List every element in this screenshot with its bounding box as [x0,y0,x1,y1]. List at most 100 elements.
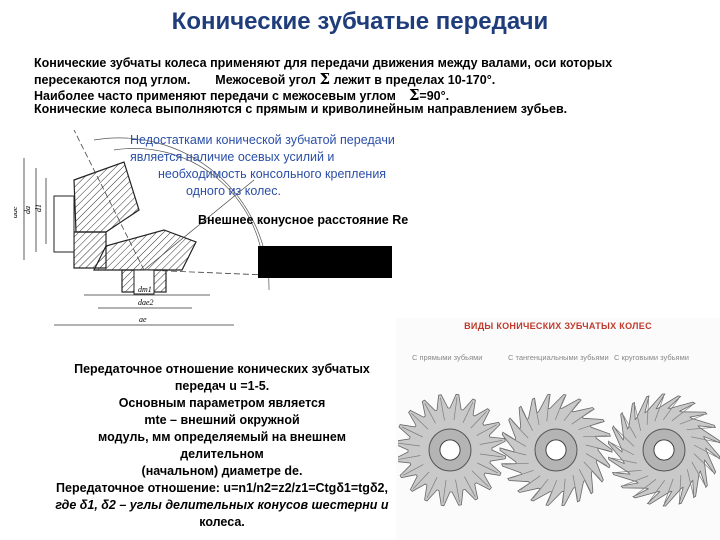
tooth-groove [693,453,713,472]
tooth-groove [686,469,694,495]
intro-line-2-b: Межосевой угол [215,73,316,87]
pinion-shaft [53,195,75,253]
tooth-groove [479,440,503,445]
tooth-groove [615,469,642,473]
tooth-groove [547,480,558,503]
tooth-groove [583,461,601,480]
tooth-groove [477,462,499,474]
tooth-groove [398,455,421,460]
bevel-gear-drawing: dae da d1 dm1 dae2 ae [14,129,270,326]
tooth-groove [578,421,602,431]
intro-line-4: Конические колеса выполняются с прямым и… [34,102,568,116]
tooth-groove [470,411,487,429]
black-box [258,246,392,278]
tooth-groove [504,462,529,465]
tangential-bevel-gear-image [499,393,613,507]
tooth-groove [563,401,580,422]
intro-line-3-a: Наиболее часто применяют передачи с межо… [34,89,396,103]
tooth-groove [585,444,610,452]
disadvantages-line-1: Недостатками конической зубчатой передач… [130,133,395,147]
gear-panel-title: ВИДЫ КОНИЧЕСКИХ ЗУБЧАТЫХ КОЛЕС [464,321,652,331]
tooth-groove [411,413,429,430]
tooth-groove [521,409,534,431]
tooth-groove [654,396,664,422]
tooth-groove [554,397,565,420]
tooth-groove [679,475,682,501]
tooth-groove [453,397,458,421]
tooth-groove [505,433,527,447]
label-da: da [23,206,32,214]
tooth-groove [462,401,474,423]
tooth-groove [413,471,430,489]
tooth-groove [578,469,591,491]
ratio-line-7: (начальном) диаметре de. [141,464,303,478]
tooth-groove [571,410,592,425]
intro-line-3-c: =90°. [419,89,450,103]
spiral-bevel-gear-image [607,393,720,507]
tooth-groove [686,427,713,431]
label-dm: dm1 [138,285,152,294]
tooth-groove [403,464,424,476]
tooth-groove [623,415,637,439]
tooth-groove [562,478,566,503]
tooth-groove [693,444,717,458]
label-d1: d1 [34,204,43,212]
gear-bore [439,439,461,461]
tooth-groove [679,414,705,425]
tooth-groove [426,477,438,499]
gear-label-spiral: С круговыми зубьями [614,353,689,362]
tooth-groove [691,461,705,485]
tooth-groove [442,479,447,503]
tooth-groove [476,424,497,436]
ratio-line-4: mte – внешний окружной [144,413,300,427]
gear-bore [653,439,675,461]
gear-section [93,229,197,271]
gear-images [398,393,720,507]
intro-line-2: пересекаются под углом. Межосевой угол Σ… [34,70,495,88]
disadvantages-line-4: одного из колес. [186,184,281,198]
tooth-groove [664,478,674,504]
pinion-section [73,161,140,233]
tooth-groove [671,404,693,422]
tooth-groove [502,448,527,456]
tooth-groove [649,479,665,502]
tooth-groove [635,478,657,496]
ratio-line-10: колеса. [199,515,245,529]
gear-label-straight: С прямыми зубьями [412,353,483,362]
disadvantages-line-2: является наличие осевых усилий и [130,150,335,164]
ratio-line-3: Основным параметром является [118,396,326,410]
tooth-groove [440,397,445,421]
tooth-groove [634,405,642,431]
tooth-groove [663,398,679,421]
tooth-groove [691,436,717,443]
tooth-groove [401,426,423,438]
tooth-groove [520,475,541,490]
intro-line-3: Наиболее часто применяют передачи с межо… [34,86,449,104]
tooth-groove [424,403,436,424]
tooth-groove [572,475,578,499]
tooth-groove [611,457,637,464]
tooth-groove [615,428,635,447]
tooth-groove [623,475,649,486]
tooth-groove [546,397,550,422]
tooth-groove [479,453,503,458]
ratio-line-2: передач u =1-5. [174,379,270,393]
straight-bevel-gear-image [398,393,507,507]
tooth-groove [471,470,489,487]
tooth-groove [646,399,649,425]
tooth-groove [585,453,607,467]
intro-line-1: Конические зубчаты колеса применяют для … [34,56,613,70]
tooth-groove [583,435,608,438]
tooth-groove [455,479,460,503]
disadvantages-line-3: необходимость консольного крепления [158,167,387,181]
gear-label-tangential: С тангенциальными зубьями [508,353,609,362]
intro-line-2-a: пересекаются под углом. [34,73,191,87]
sigma-symbol-2: Σ [408,86,420,104]
sigma-symbol: Σ [319,70,331,88]
label-ae: ae [139,315,147,324]
tooth-groove [534,401,540,425]
tooth-groove [398,442,421,447]
ratio-line-1: Передаточное отношение конических зубчат… [74,362,370,376]
label-dae2: dae2 [138,298,154,307]
tooth-groove [510,469,534,479]
